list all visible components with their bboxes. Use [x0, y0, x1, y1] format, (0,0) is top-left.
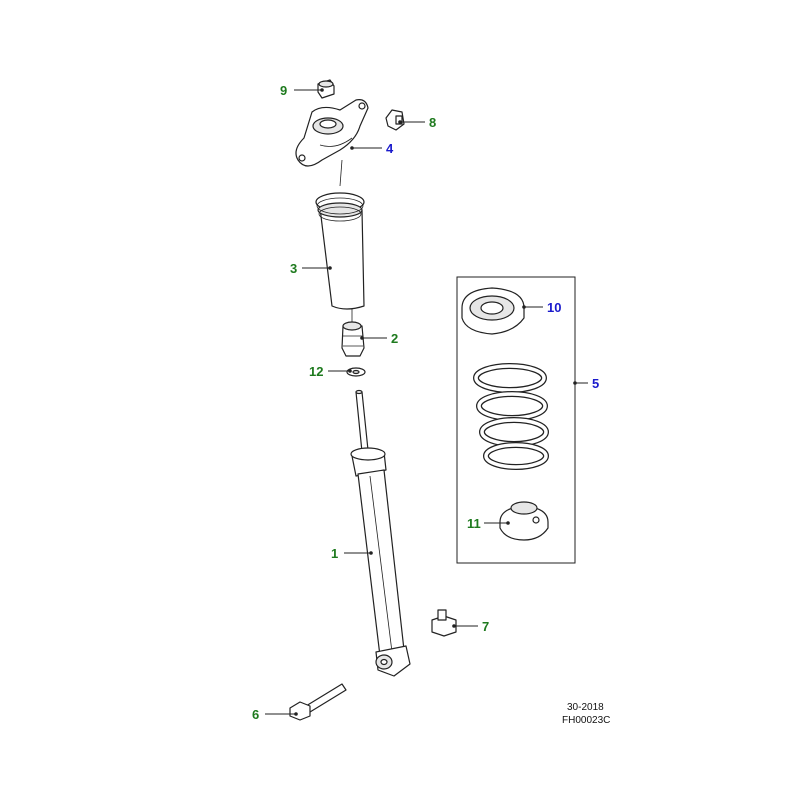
callouts: 9 8 4 3 2 12 1 6 7 10 5 11: [252, 83, 599, 722]
lower-nut: [431, 609, 457, 637]
callout-12: 12: [309, 364, 323, 379]
callout-10: 10: [547, 300, 561, 315]
mount-bolt: [385, 109, 405, 131]
diagram-date: 30-2018: [567, 702, 604, 713]
upper-spring-seat: [461, 287, 525, 335]
bump-stop: [341, 321, 365, 357]
shock-absorber: [350, 389, 411, 677]
callout-5: 5: [592, 376, 599, 391]
spring-kit-box: [456, 276, 576, 564]
dust-cover: [315, 192, 365, 310]
diagram-code: FH00023C: [562, 715, 610, 726]
lower-bolt: [289, 683, 347, 721]
callout-4: 4: [386, 141, 394, 156]
callout-1: 1: [331, 546, 338, 561]
leader-lines: [265, 88, 588, 716]
callout-8: 8: [429, 115, 436, 130]
top-mount-bracket: [295, 99, 369, 167]
callout-6: 6: [252, 707, 259, 722]
lower-spring-seat: [499, 501, 549, 541]
callout-11: 11: [467, 516, 481, 531]
callout-9: 9: [280, 83, 287, 98]
callout-7: 7: [482, 619, 489, 634]
washer: [346, 367, 366, 377]
top-mount-nut: [317, 79, 335, 99]
callout-2: 2: [391, 331, 398, 346]
callout-3: 3: [290, 261, 297, 276]
coil-spring: [473, 363, 549, 470]
